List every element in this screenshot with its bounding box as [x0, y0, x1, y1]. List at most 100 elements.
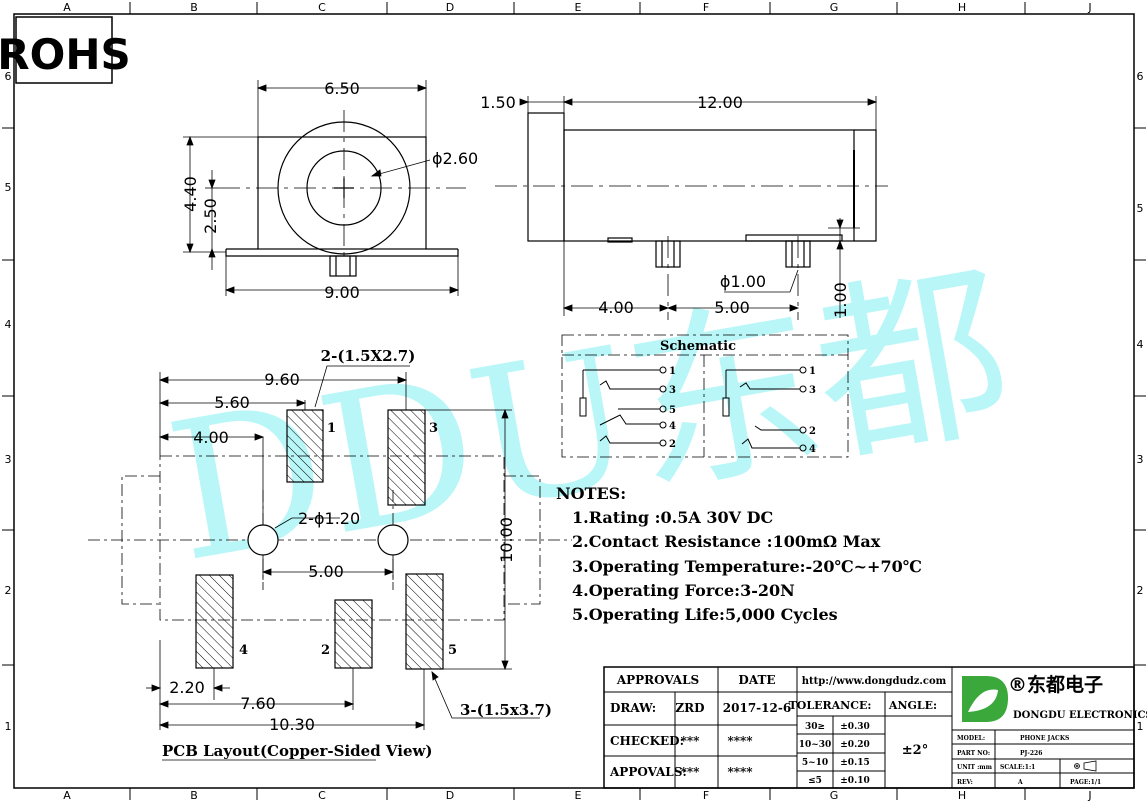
row-label: 3: [1137, 453, 1144, 466]
front-centerlines: [218, 110, 466, 260]
dim-pin-offset: 1.00: [831, 282, 850, 318]
pad-3: [387, 409, 426, 506]
schematic-title: Schematic: [660, 339, 736, 354]
partno-value: PJ-226: [1020, 750, 1042, 757]
dim-7-60: 7.60: [240, 694, 276, 713]
dongdu-logo-icon: [962, 676, 1008, 722]
pad-label: 3: [429, 421, 438, 436]
note-item: 2.Contact Resistance :100mΩ Max: [572, 532, 881, 551]
scale-label: SCALE:1:1: [1000, 764, 1035, 771]
col-label: E: [575, 1, 582, 14]
row-label: 3: [5, 453, 12, 466]
pin-label: 3: [669, 385, 676, 396]
front-view: [225, 121, 459, 277]
notes-title: NOTES:: [556, 484, 626, 503]
side-dim-labels: 1.50 12.00 ϕ1.00 1.00 4.00 5.00: [480, 93, 850, 318]
rohs-badge: ROHS: [0, 16, 131, 84]
title-block-text: APPROVALS DATE http://www.dongdudz.com D…: [609, 673, 1147, 786]
row-label: 4: [1137, 338, 1144, 351]
pin-label: 1: [809, 366, 816, 377]
tol-range: ≤5: [808, 776, 822, 786]
row-label: 5: [5, 181, 12, 194]
rev-value: A: [1017, 779, 1023, 786]
col-label: G: [830, 1, 839, 14]
model-value: PHONE JACKS: [1020, 735, 1069, 742]
dim-2-20: 2.20: [169, 678, 205, 697]
note-item: 3.Operating Temperature:-20℃~+70℃: [572, 557, 922, 576]
appovals-label: APPOVALS:: [609, 765, 687, 779]
note-item: 1.Rating :0.5A 30V DC: [572, 508, 773, 527]
schematic: Schematic 1 3 5 4 2 1 3 2: [561, 334, 849, 458]
dim-holes: 2-ϕ1.20: [298, 509, 360, 528]
note-item: 4.Operating Force:3-20N: [572, 581, 795, 600]
dim-9-60: 9.60: [264, 370, 300, 389]
dim-5-60: 5.60: [214, 393, 250, 412]
dim-pin-diameter: ϕ1.00: [720, 272, 766, 291]
projection-symbol-icon: [1074, 760, 1097, 772]
appovals-date: ****: [727, 765, 753, 779]
date-header: DATE: [738, 673, 775, 687]
draw-name: ZRD: [675, 701, 704, 715]
col-label: A: [63, 1, 71, 14]
dim-pitch-b: 5.00: [714, 298, 750, 317]
pad-label: 5: [448, 643, 457, 658]
tol-value: ±0.15: [840, 758, 869, 768]
draw-label: DRAW:: [610, 701, 656, 715]
appovals-name: ***: [681, 765, 701, 779]
pcb-layout: 1 3 4 2 5: [88, 347, 572, 761]
tol-range: 5~10: [802, 758, 828, 768]
dim-10-30: 10.30: [269, 715, 315, 734]
col-label: C: [318, 1, 326, 14]
col-label: B: [190, 1, 198, 14]
pad-label: 1: [327, 421, 336, 436]
company-name-en: DONGDU ELECTRONICS: [1013, 710, 1147, 721]
col-label: J: [1087, 789, 1091, 802]
row-label: 1: [1137, 720, 1144, 733]
page-label: PAGE:1/1: [1070, 779, 1101, 786]
pad-1: [286, 409, 324, 483]
col-label: A: [63, 789, 71, 802]
row-label: 5: [1137, 202, 1144, 215]
notes: NOTES: 1.Rating :0.5A 30V DC 2.Contact R…: [556, 484, 922, 624]
dim-4-00: 4.00: [193, 428, 229, 447]
col-label: D: [446, 789, 454, 802]
rev-label: REV:: [957, 779, 973, 786]
dim-body-len: 12.00: [697, 93, 743, 112]
dim-base-width: 9.00: [324, 283, 360, 302]
pad-5: [405, 573, 444, 670]
tol-value: ±0.10: [840, 776, 869, 786]
pad-small-spec: 2-(1.5X2.7): [321, 347, 416, 365]
note-item: 5.Operating Life:5,000 Cycles: [572, 605, 838, 624]
model-label: MODEL:: [957, 735, 985, 742]
company-name-cn: ®东都电子: [1008, 673, 1103, 696]
angle-value: ±2°: [902, 743, 928, 758]
row-label: 6: [5, 70, 12, 83]
pad-large-spec: 3-(1.5x3.7): [460, 701, 552, 719]
col-label: H: [958, 789, 966, 802]
pad-label: 2: [321, 643, 330, 658]
pin-label: 5: [669, 405, 676, 416]
col-label: H: [958, 1, 966, 14]
front-dimensions: [183, 80, 460, 296]
checked-name: ***: [681, 734, 701, 748]
title-block: [603, 666, 1135, 789]
unit-label: UNIT :mm: [957, 764, 993, 771]
col-label: G: [830, 789, 839, 802]
dim-height: 4.40: [181, 176, 200, 212]
checked-label: CHECKED:: [610, 734, 684, 748]
pad-label: 4: [239, 643, 248, 658]
row-label: 1: [5, 720, 12, 733]
pin-label: 1: [669, 366, 676, 377]
partno-label: PART NO:: [957, 750, 990, 757]
pin-label: 2: [669, 439, 676, 450]
pad-2: [334, 599, 373, 669]
side-centerline: [495, 185, 888, 320]
tol-value: ±0.20: [840, 740, 869, 750]
pcb-caption: PCB Layout(Copper-Sided View): [162, 742, 433, 760]
col-label: C: [318, 789, 326, 802]
dim-width: 6.50: [324, 79, 360, 98]
pad-4: [195, 574, 234, 669]
draw-date: 2017-12-6: [723, 701, 791, 715]
pin-label: 4: [809, 444, 816, 455]
grid-labels: A B C D E F G H J A B C D E F G H J 6 5 …: [5, 1, 1144, 802]
